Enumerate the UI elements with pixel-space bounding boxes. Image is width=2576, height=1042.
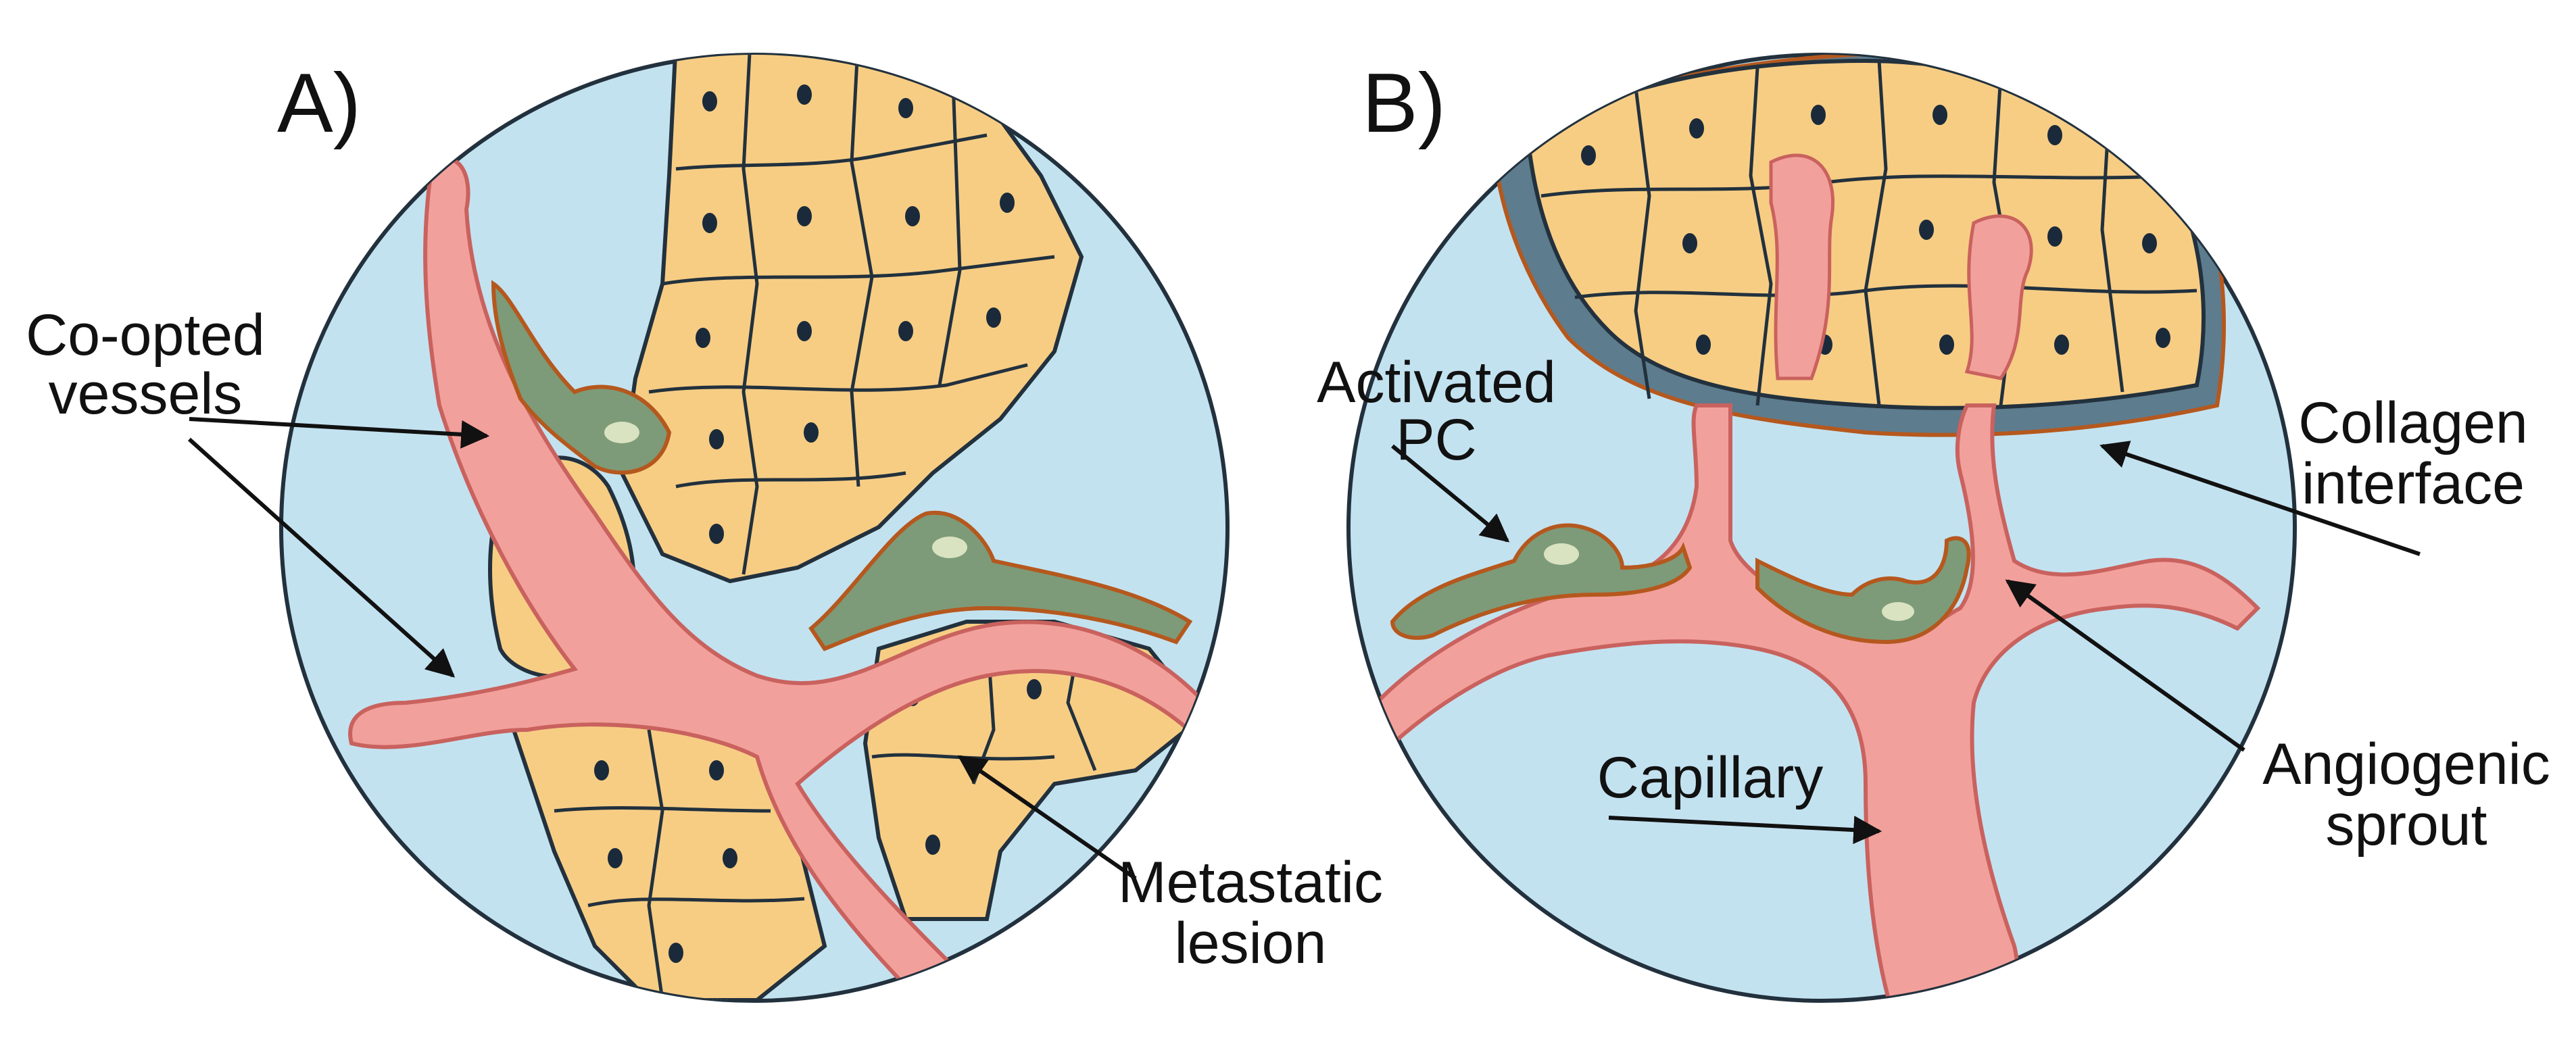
- panel-a-vessels: [348, 156, 1219, 1001]
- panel-b: [1346, 53, 2297, 1003]
- arrow-co-opted-upper: [189, 417, 490, 449]
- label-metastatic-line1: Metastatic: [1118, 850, 1383, 915]
- label-angiogenic-line2: sprout: [2325, 793, 2487, 858]
- label-co-opted-line1: Co-opted: [26, 303, 265, 368]
- labels: A) B) Co-opted vessels Metastatic lesion…: [26, 57, 2550, 976]
- panel-a-pericytes: [491, 280, 1193, 651]
- arrow-capillary: [1608, 816, 1882, 845]
- label-collagen-line2: interface: [2302, 451, 2525, 516]
- label-co-opted-line2: vessels: [49, 362, 243, 426]
- arrow-angiogenic: [2005, 579, 2245, 752]
- arrow-collagen: [2099, 441, 2421, 556]
- label-metastatic-line2: lesion: [1175, 911, 1327, 976]
- panel-a-letter: A): [277, 57, 361, 150]
- panel-b-pericytes: [1390, 523, 1971, 645]
- panel-b-letter: B): [1362, 57, 1446, 150]
- arrow-metastatic: [957, 755, 1137, 880]
- label-angiogenic-line1: Angiogenic: [2262, 732, 2550, 797]
- panel-b-tumor: [1525, 58, 2206, 410]
- panel-b-vessels: [1348, 403, 2261, 1001]
- arrow-activated-pc: [1391, 444, 1510, 543]
- label-activated-line2: PC: [1396, 407, 1476, 472]
- callout-arrows: [187, 417, 2421, 880]
- panel-a-tumor-lower: [511, 714, 827, 1001]
- label-capillary: Capillary: [1597, 745, 1824, 810]
- panel-a-tumor-upper: [619, 55, 1084, 584]
- panel-a: [279, 53, 1230, 1003]
- label-collagen-line1: Collagen: [2298, 391, 2527, 455]
- label-activated-line1: Activated: [1317, 350, 1556, 415]
- arrow-co-opted-lower: [187, 437, 456, 678]
